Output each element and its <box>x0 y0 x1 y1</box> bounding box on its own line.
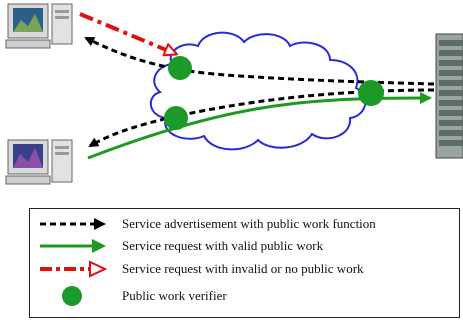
valid-request-arrow <box>87 92 432 160</box>
legend-label: Service advertisement with public work f… <box>122 216 376 231</box>
verifier-node <box>164 106 188 130</box>
verifier-dot-icon <box>62 286 82 306</box>
network-diagram <box>5 3 463 185</box>
legend-row-advertisement: Service advertisement with public work f… <box>30 213 459 235</box>
server-rack-icon <box>435 33 463 159</box>
legend-row-valid-request: Service request with valid public work <box>30 235 459 257</box>
valid-request-line-icon <box>40 239 106 253</box>
advertisement-line-icon <box>40 218 106 230</box>
legend-row-invalid-request: Service request with invalid or no publi… <box>30 258 459 280</box>
client-computer-bottom <box>5 139 73 185</box>
legend: Service advertisement with public work f… <box>29 208 460 318</box>
verifier-node <box>168 56 192 80</box>
legend-row-verifier: Public work verifier <box>30 285 459 307</box>
legend-label: Public work verifier <box>122 288 227 303</box>
verifier-node <box>358 80 384 106</box>
invalid-request-arrow <box>79 12 176 54</box>
legend-label: Service request with invalid or no publi… <box>122 261 364 276</box>
client-computer-top <box>5 3 73 49</box>
invalid-request-line-icon <box>40 260 108 278</box>
legend-label: Service request with valid public work <box>122 238 324 253</box>
cloud-icon <box>150 31 367 151</box>
